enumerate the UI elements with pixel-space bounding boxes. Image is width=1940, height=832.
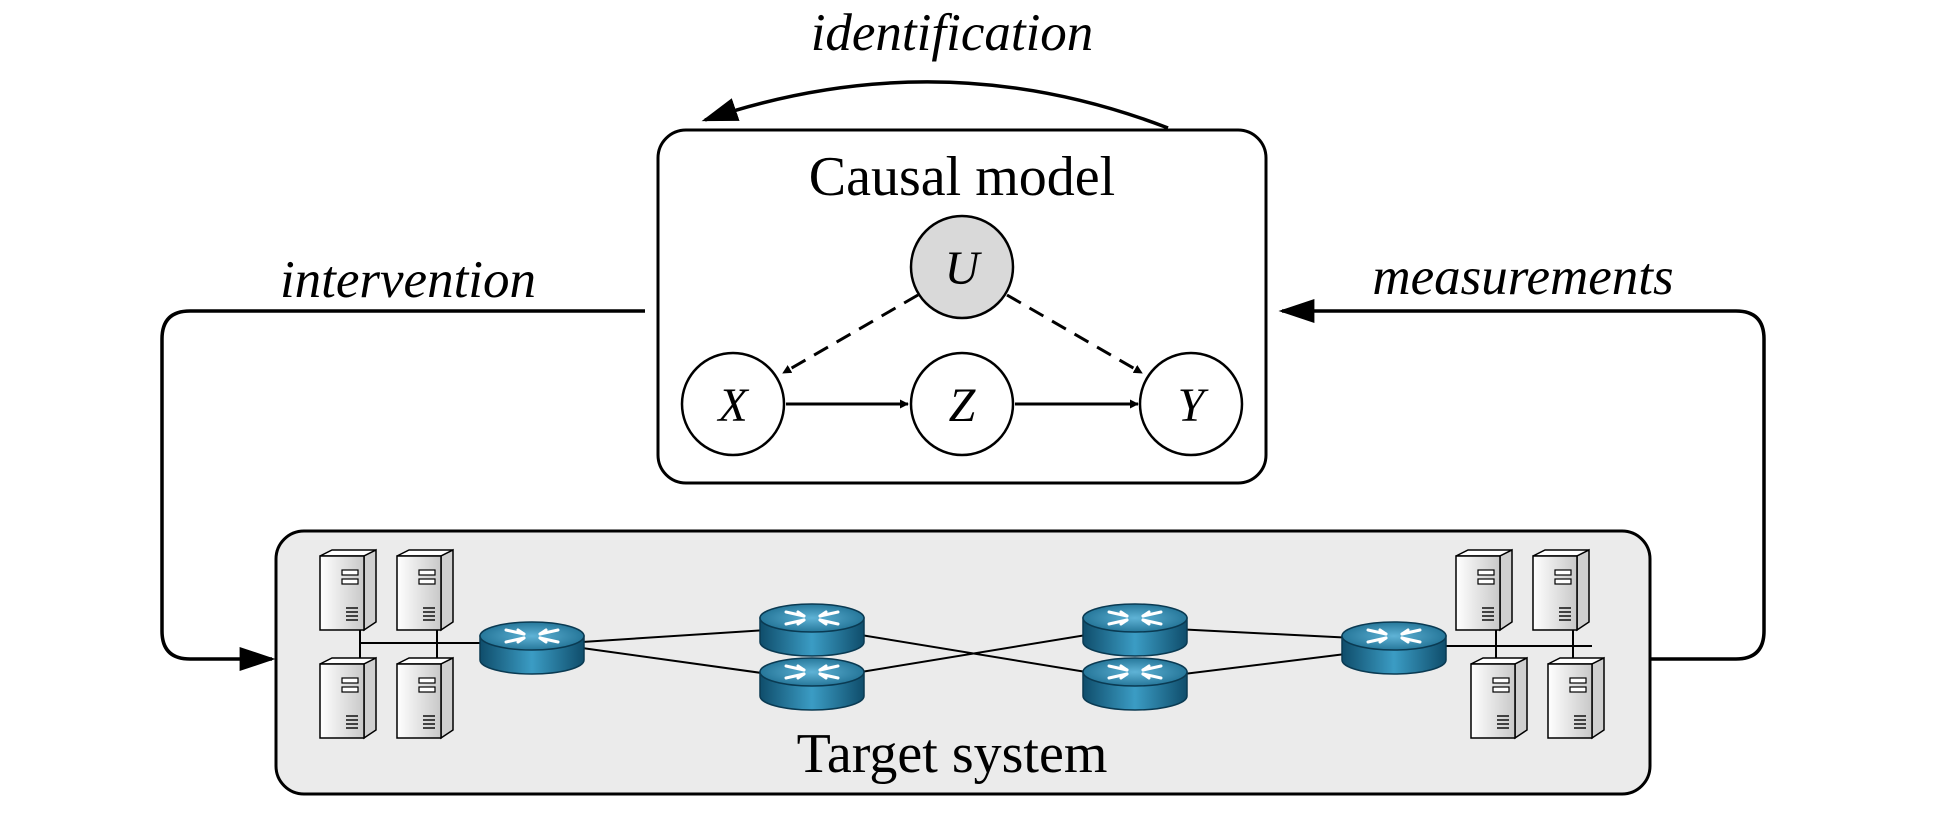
measurements-label: measurements <box>1372 248 1673 306</box>
intervention-arrow <box>160 309 645 671</box>
router-icon <box>1081 602 1189 658</box>
node-y-label: Y <box>1178 379 1209 432</box>
server-icon <box>1532 549 1590 631</box>
server-icon <box>396 549 454 631</box>
identification-label: identification <box>811 4 1094 62</box>
router-icon <box>758 602 866 658</box>
router-icon <box>758 656 866 712</box>
server-icon <box>319 549 377 631</box>
server-icon <box>1455 549 1513 631</box>
target-system-box <box>274 529 1652 796</box>
node-y: Y <box>1138 351 1244 457</box>
intervention-label: intervention <box>280 251 536 309</box>
target-system-title: Target system <box>797 723 1108 785</box>
node-x: X <box>680 351 786 457</box>
router-icon <box>478 620 586 676</box>
server-icon <box>319 657 377 739</box>
target-system-panel: Target system <box>274 529 1652 796</box>
server-icon <box>396 657 454 739</box>
causal-model-title: Causal model <box>809 146 1115 208</box>
node-z: Z <box>909 351 1015 457</box>
router-icon <box>1340 620 1448 676</box>
node-z-label: Z <box>949 379 977 432</box>
identification-arrow <box>701 80 1169 130</box>
node-u-label: U <box>945 242 983 295</box>
router-icon <box>1081 656 1189 712</box>
server-icon <box>1547 657 1605 739</box>
node-u: U <box>909 214 1015 320</box>
server-icon <box>1470 657 1528 739</box>
causal-model-panel: Causal model U X Z Y <box>656 128 1268 485</box>
measurements-arrow <box>1278 299 1766 661</box>
node-x-label: X <box>716 379 749 432</box>
